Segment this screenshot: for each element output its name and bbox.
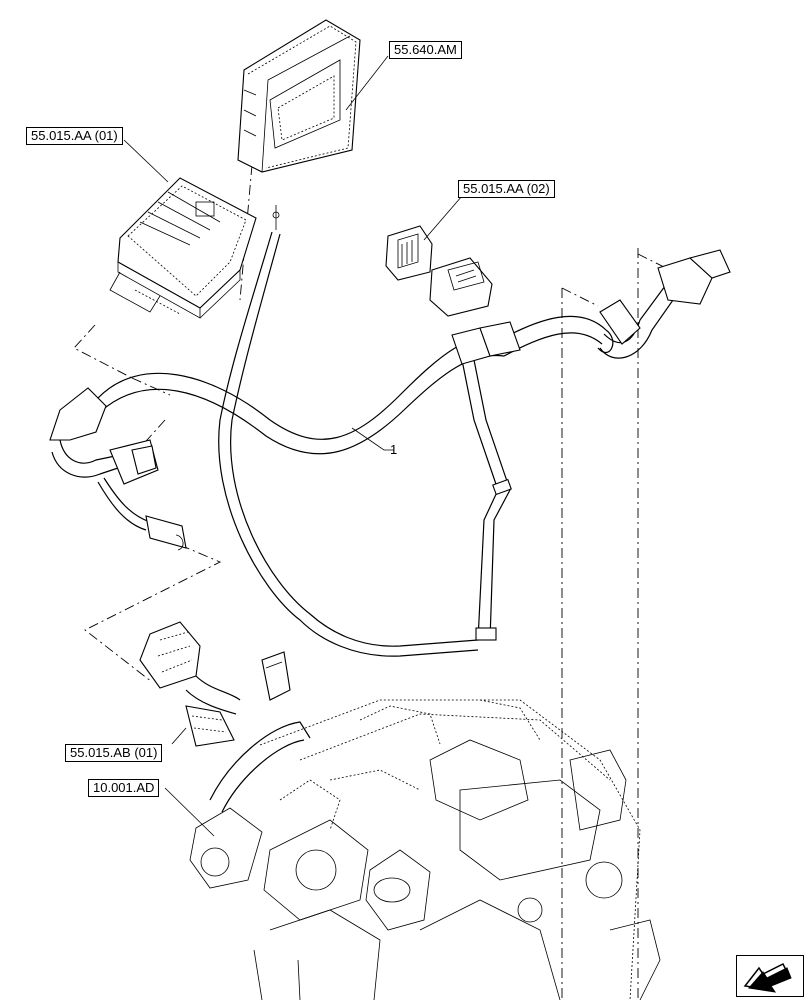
callout-10-001-ad[interactable]: 10.001.AD xyxy=(88,779,160,797)
engine-illustration xyxy=(189,699,661,1000)
leader-lines xyxy=(123,55,463,837)
sensor-55015-illustration xyxy=(139,621,291,747)
arrow-icon xyxy=(743,962,792,993)
callout-55-640-am[interactable]: 55.640.AM xyxy=(389,41,462,59)
callout-55-015-aa-01[interactable]: 55.015.AA (01) xyxy=(26,127,123,145)
next-page-button[interactable] xyxy=(736,955,804,997)
module-55640-illustration xyxy=(237,19,361,230)
phantom-guide-lines xyxy=(73,164,671,1000)
callout-55-015-ab-01[interactable]: 55.015.AB (01) xyxy=(65,744,163,762)
callout-55-015-aa-02[interactable]: 55.015.AA (02) xyxy=(458,180,555,198)
item-number-label: 1 xyxy=(390,442,398,457)
ecu-55015-illustration xyxy=(109,177,257,319)
wiring-harness xyxy=(49,231,731,657)
connector-55015-02-illustration xyxy=(385,225,493,317)
